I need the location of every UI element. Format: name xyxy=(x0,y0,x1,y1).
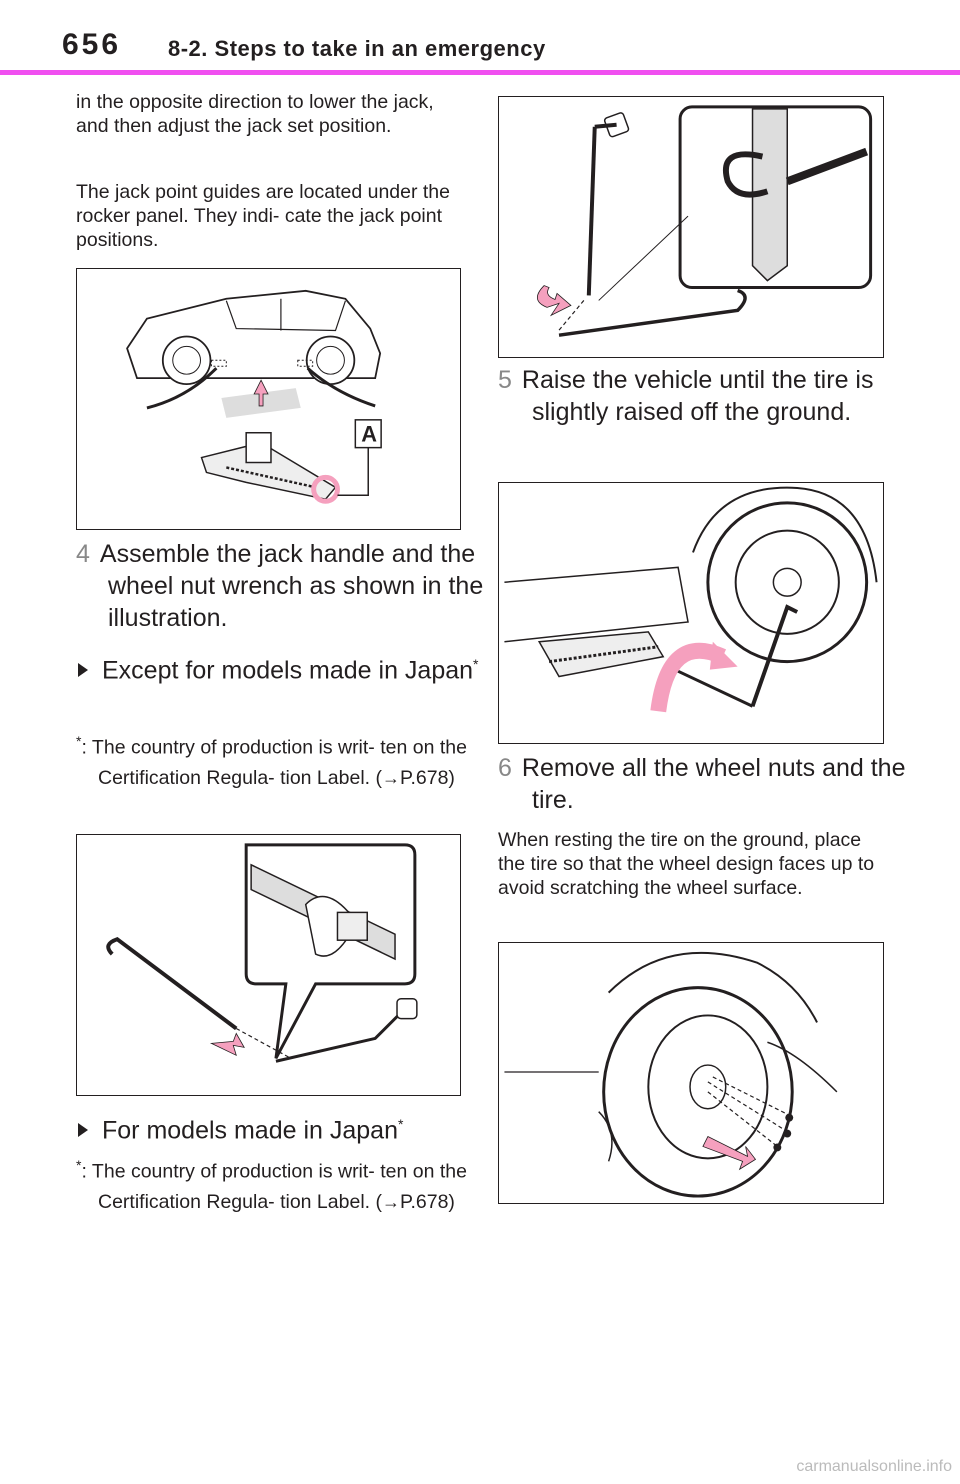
right-arrow-icon: → xyxy=(381,1191,400,1212)
figure-label-a: A xyxy=(361,422,377,447)
note-2-text: : The country of production is writ- ten… xyxy=(81,1160,467,1213)
step-6-number: 6 xyxy=(498,754,512,782)
intro-text: in the opposite direction to lower the j… xyxy=(76,91,434,137)
remove-tire-svg xyxy=(504,951,838,1198)
page-number: 656 xyxy=(62,28,122,61)
step-5: 5 Raise the vehicle until the tire is sli… xyxy=(498,364,918,428)
asterisk: * xyxy=(473,656,479,672)
jack-point-illustration: A xyxy=(76,268,461,530)
right-arrow-icon: → xyxy=(381,767,400,788)
jack-handle-svg xyxy=(106,843,418,1063)
triangle-bullet-icon xyxy=(78,662,88,677)
remove-tire-illustration xyxy=(498,942,884,1204)
bullet-made-in-japan-text: For models made in Japan xyxy=(102,1116,398,1145)
jack-hook-svg xyxy=(537,105,873,337)
tire-rest-text: When resting the tire on the ground, pla… xyxy=(498,829,875,899)
jack-handle-hook-illustration xyxy=(498,96,884,358)
raise-vehicle-illustration xyxy=(498,482,884,744)
step-4-number: 4 xyxy=(76,540,90,568)
production-note-2: *: The country of production is writ- te… xyxy=(76,1150,483,1217)
raise-vehicle-svg xyxy=(504,486,878,713)
step-6-text: Remove all the wheel nuts and the tire. xyxy=(521,754,906,814)
bullet-except-japan: Except for models made in Japan* xyxy=(78,646,484,688)
header-divider xyxy=(0,70,960,75)
step-6: 6 Remove all the wheel nuts and the tire. xyxy=(498,752,918,816)
production-note-1: *: The country of production is writ- te… xyxy=(76,726,483,793)
bullet-made-in-japan: For models made in Japan* xyxy=(78,1106,484,1148)
note-2-page-ref[interactable]: P.678) xyxy=(399,1190,455,1213)
section-title: 8-2. Steps to take in an emergency xyxy=(168,36,546,61)
triangle-bullet-icon xyxy=(78,1122,88,1137)
watermark: carmanualsonline.info xyxy=(796,1458,952,1475)
jack-point-svg: A xyxy=(126,289,382,504)
jack-handle-assembly-illustration xyxy=(76,834,461,1096)
step-4-text: Assemble the jack handle and the wheel n… xyxy=(99,540,484,632)
bullet-except-japan-text: Except for models made in Japan xyxy=(102,656,474,685)
step-5-number: 5 xyxy=(498,366,512,394)
note-1-text: : The country of production is writ- ten… xyxy=(81,736,467,789)
step-5-text: Raise the vehicle until the tire is slig… xyxy=(521,366,874,426)
note-asterisk: * xyxy=(76,733,82,749)
asterisk: * xyxy=(397,1116,404,1132)
step-4: 4 Assemble the jack handle and the wheel … xyxy=(76,538,493,634)
note-asterisk: * xyxy=(76,1157,82,1173)
jack-point-text: The jack point guides are located under … xyxy=(76,181,450,251)
note-1-page-ref[interactable]: P.678) xyxy=(399,766,455,789)
